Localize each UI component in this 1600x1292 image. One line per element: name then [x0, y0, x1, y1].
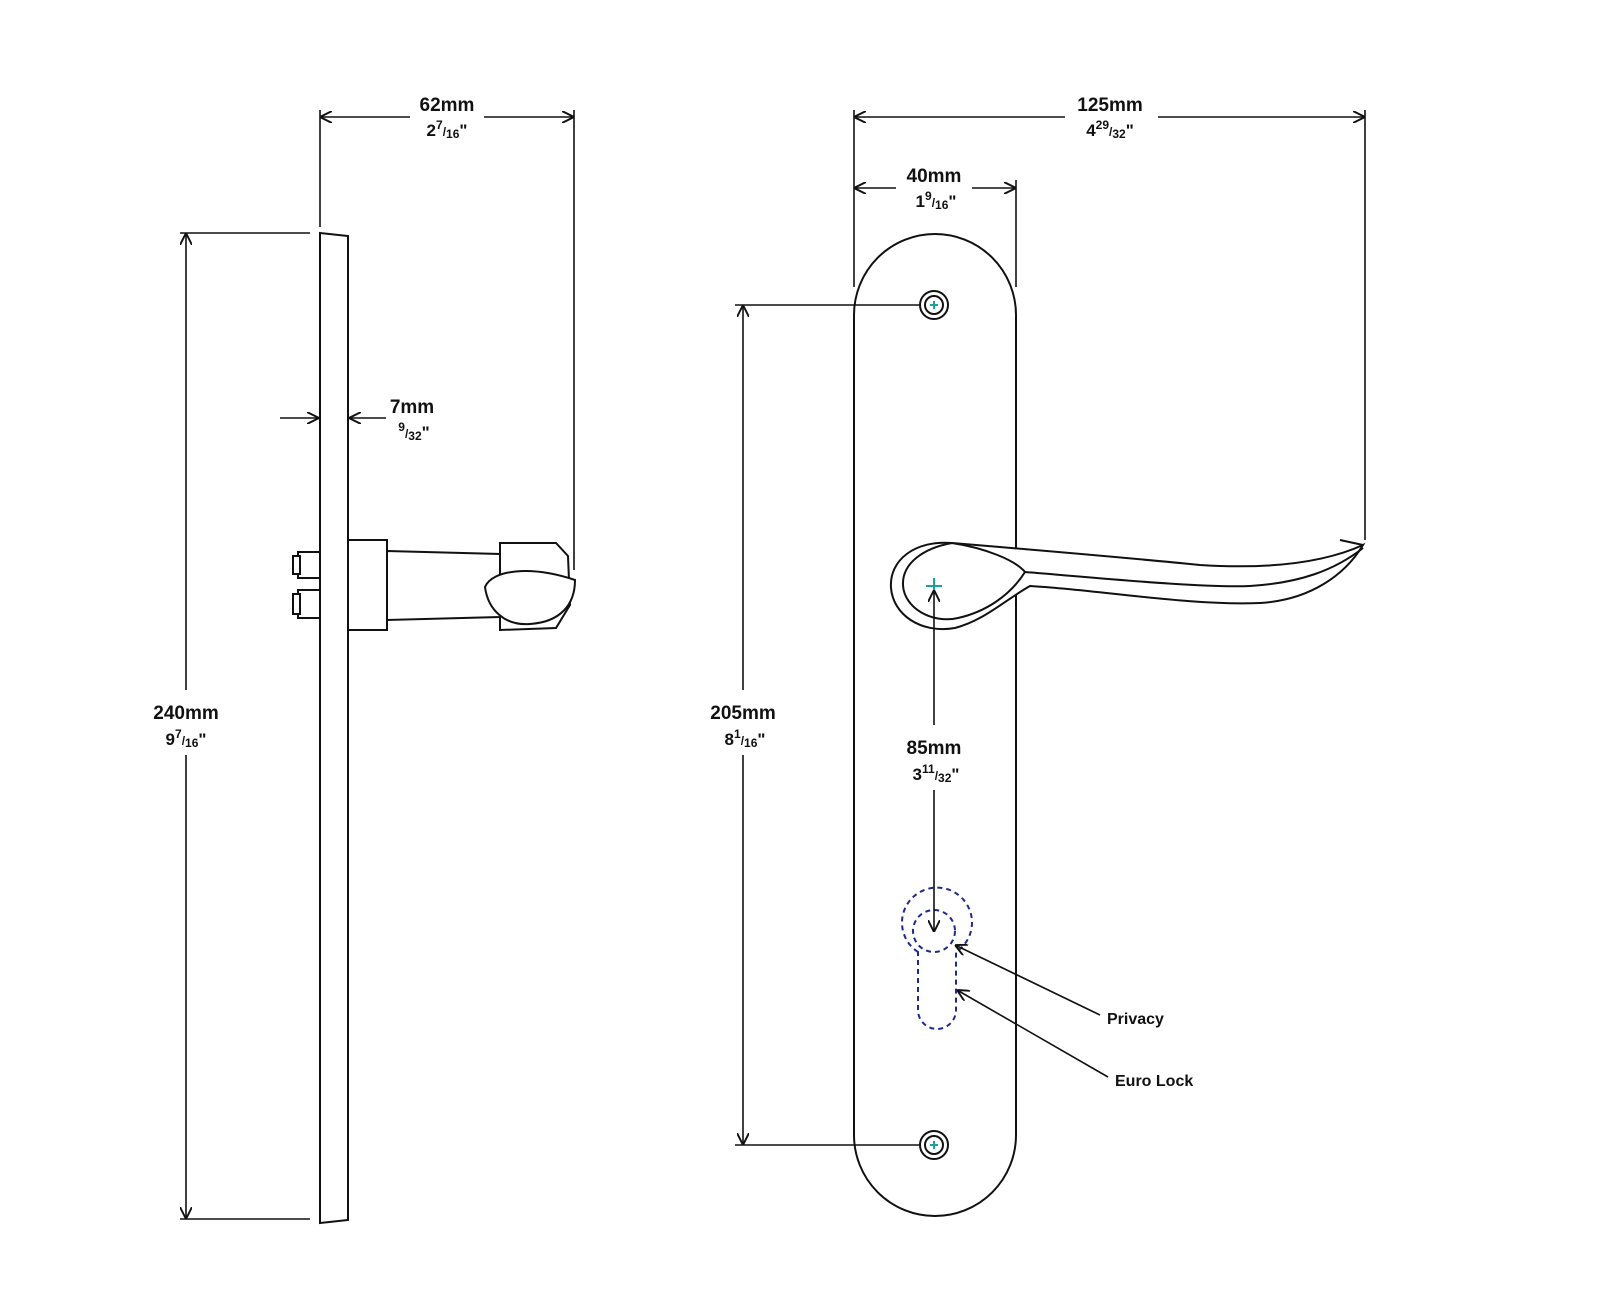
dim-plate-width-metric: 40mm [907, 166, 962, 187]
callout-euro-lock: Euro Lock [957, 990, 1193, 1090]
dim-side-height-metric: 240mm [153, 703, 219, 724]
dim-fixing-centres: 205mm 81/16" [710, 304, 920, 1146]
dim-plate-thickness-imperial: 9/32" [398, 420, 429, 443]
side-view: 62mm 27/16" 240mm 97/16" 7mm 9/32" [153, 95, 577, 1225]
dim-overall-width-imperial: 429/32" [1086, 118, 1134, 141]
dim-side-width: 62mm 27/16" [319, 95, 575, 570]
bottom-screw [919, 1130, 949, 1160]
dim-lever-to-cylinder: 85mm 311/32" [907, 590, 962, 932]
dim-fixing-centres-imperial: 81/16" [725, 727, 766, 750]
top-screw [919, 290, 949, 320]
dim-overall-width: 125mm 429/32" [853, 95, 1366, 540]
callout-privacy-label: Privacy [1107, 1011, 1164, 1028]
dim-lever-to-cylinder-imperial: 311/32" [913, 762, 960, 785]
front-backplate [853, 233, 1017, 1217]
side-lever-grip [483, 570, 577, 626]
dim-plate-width-imperial: 19/16" [916, 189, 957, 212]
front-view: 125mm 429/32" 40mm 19/16" 205mm 81/16" 8… [710, 95, 1366, 1217]
dim-lever-to-cylinder-metric: 85mm [907, 738, 962, 759]
dim-overall-width-metric: 125mm [1077, 95, 1143, 116]
euro-cylinder-outline [901, 886, 973, 1030]
dim-side-height-imperial: 97/16" [166, 727, 207, 750]
callout-privacy: Privacy [955, 945, 1164, 1028]
side-spindle-pins [292, 551, 321, 619]
dim-side-height: 240mm 97/16" [153, 232, 310, 1220]
dim-side-width-imperial: 27/16" [427, 118, 468, 141]
side-rose [347, 539, 388, 631]
dim-plate-thickness: 7mm 9/32" [280, 397, 434, 443]
dim-fixing-centres-metric: 205mm [710, 703, 776, 724]
side-backplate [319, 231, 349, 1225]
callout-euro-lock-label: Euro Lock [1115, 1073, 1193, 1090]
lever-handle [889, 539, 1366, 631]
dim-plate-thickness-metric: 7mm [390, 397, 434, 418]
dim-side-width-metric: 62mm [420, 95, 475, 116]
side-lever-shank [386, 549, 501, 622]
dim-plate-width: 40mm 19/16" [854, 166, 1017, 287]
